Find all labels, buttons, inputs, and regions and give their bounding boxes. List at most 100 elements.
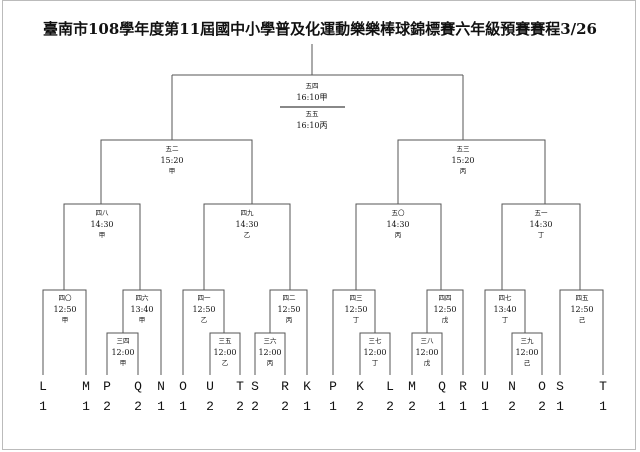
team-seed-number: 1 (157, 399, 165, 414)
r2-42 (269, 289, 308, 375)
match-code: 四一 (197, 294, 211, 302)
match-time: 12:00 (111, 348, 135, 357)
match-r1: 三四 12:00 甲 (93, 336, 153, 369)
team-seed-number: 1 (82, 399, 90, 414)
team-seed-number: 1 (329, 399, 337, 414)
match-time: 16:10甲 (296, 93, 328, 102)
match-court: 丙 (394, 231, 402, 239)
match-time: 14:30 (235, 220, 259, 229)
r1-39 (511, 332, 543, 375)
match-court: 丁 (501, 316, 509, 324)
team-group-letter: K (303, 379, 311, 394)
match-time: 12:50 (192, 305, 216, 314)
match-court: 丙 (459, 167, 467, 175)
team-group-letter: P (103, 379, 111, 394)
match-court: 戊 (423, 359, 431, 367)
match-code: 四六 (135, 294, 149, 302)
match-code: 四〇 (58, 294, 72, 302)
team-group-letter: N (508, 379, 516, 394)
team-seed-number: 2 (251, 399, 259, 414)
match-code: 三八 (420, 337, 434, 345)
qf-51 (501, 203, 581, 290)
team-group-letter: T (236, 379, 244, 394)
team-group-letter: U (206, 379, 214, 394)
match-time: 12:00 (415, 348, 439, 357)
team-seed-number: 2 (103, 399, 111, 414)
match-qf-4: 五一 14:30 丁 (511, 208, 571, 241)
match-code: 五一 (534, 209, 548, 217)
team-group-letter: O (538, 379, 546, 394)
team-seed-number: 2 (538, 399, 546, 414)
r2-46 (122, 289, 162, 375)
match-code: 五〇 (391, 209, 405, 217)
r2-45 (559, 289, 604, 375)
match-semi-2: 五三 15:20 丙 (433, 144, 493, 177)
team-seed-number: 1 (599, 399, 607, 414)
team-seed-number: 2 (408, 399, 416, 414)
team-group-letter: M (82, 379, 90, 394)
match-time: 12:50 (277, 305, 301, 314)
qf-49 (203, 203, 291, 290)
semi-left-bracket (100, 139, 253, 204)
match-court: 己 (578, 316, 586, 324)
match-time: 14:30 (529, 220, 553, 229)
team-group-letter: O (179, 379, 187, 394)
match-semi-1: 五二 15:20 甲 (142, 144, 202, 177)
team-group-letter: L (39, 379, 47, 394)
match-time: 12:00 (258, 348, 282, 357)
r2-40 (42, 289, 87, 375)
match-court: 乙 (200, 316, 208, 324)
team-seed-number: 2 (508, 399, 516, 414)
match-r2: 四一 12:50 乙 (174, 293, 234, 326)
team-group-letter: S (251, 379, 259, 394)
match-time: 14:30 (386, 220, 410, 229)
match-court: 丙 (285, 316, 293, 324)
match-code: 五三 (456, 145, 470, 153)
match-qf-2: 四九 14:30 乙 (217, 208, 277, 241)
match-court: 己 (523, 359, 531, 367)
team-seed-number: 2 (134, 399, 142, 414)
match-code: 五四 (305, 82, 319, 90)
team-seed-number: 2 (236, 399, 244, 414)
semi-right-bracket (397, 139, 546, 204)
match-time: 15:20 (451, 156, 475, 165)
match-court: 丁 (537, 231, 545, 239)
team-group-letter: L (386, 379, 394, 394)
match-court: 甲 (98, 231, 106, 239)
r1-37 (359, 332, 391, 375)
team-group-letter: R (281, 379, 289, 394)
match-time: 12:50 (53, 305, 77, 314)
match-code: 三五 (218, 337, 232, 345)
match-code: 四三 (349, 294, 363, 302)
r1-34 (106, 332, 139, 375)
match-time: 16:10丙 (296, 121, 328, 130)
r2-44 (426, 289, 464, 375)
match-code: 三六 (263, 337, 277, 345)
match-code: 四七 (498, 294, 512, 302)
team-group-letter: S (556, 379, 564, 394)
team-group-letter: M (408, 379, 416, 394)
match-time: 15:20 (160, 156, 184, 165)
page-title: 臺南市108學年度第11屆國中小學普及化運動樂樂棒球錦標賽六年級預賽賽程3/26 (43, 20, 597, 38)
match-court: 甲 (61, 316, 69, 324)
match-court: 甲 (119, 359, 127, 367)
match-code: 三七 (368, 337, 382, 345)
match-time: 12:00 (213, 348, 237, 357)
match-court: 甲 (168, 167, 176, 175)
match-code: 三四 (116, 337, 130, 345)
match-court: 戊 (441, 316, 449, 324)
qf-50 (355, 203, 442, 290)
match-code: 四四 (438, 294, 452, 302)
r2-47 (484, 289, 526, 375)
team-group-letter: Q (438, 379, 446, 394)
match-time: 12:50 (433, 305, 457, 314)
match-qf-3: 五〇 14:30 丙 (368, 208, 428, 241)
match-time: 12:00 (363, 348, 387, 357)
